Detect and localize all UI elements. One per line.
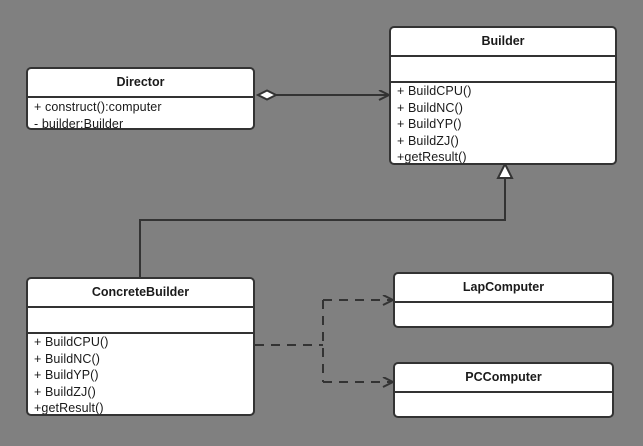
relation-director-builder bbox=[255, 89, 389, 101]
class-attributes-concretebuilder bbox=[28, 306, 253, 332]
class-member: + BuildYP() bbox=[397, 117, 462, 131]
class-member: + BuildYP() bbox=[34, 368, 99, 382]
class-member: + BuildNC() bbox=[34, 351, 101, 366]
class-member: +getResult() bbox=[397, 150, 467, 164]
class-member: + BuildZJ() bbox=[34, 384, 96, 399]
class-box-pccomputer[interactable]: PCComputer bbox=[393, 362, 614, 418]
class-member: + BuildNC() bbox=[397, 100, 464, 115]
class-methods-concretebuilder: + BuildCPU() + BuildNC() + BuildYP() + B… bbox=[28, 332, 253, 415]
relation-concretebuilder-computers bbox=[255, 300, 393, 382]
class-title-lapcomputer: LapComputer bbox=[462, 280, 545, 294]
generalization-line bbox=[139, 178, 506, 277]
class-attributes-builder bbox=[391, 55, 615, 81]
class-member: + construct():computer bbox=[34, 100, 162, 114]
class-title-builder: Builder bbox=[481, 34, 525, 48]
class-attributes-director: + construct():computer - builder:Builder bbox=[28, 96, 253, 130]
class-box-lapcomputer[interactable]: LapComputer bbox=[393, 272, 614, 328]
class-member: + BuildCPU() bbox=[34, 335, 109, 349]
class-member: +getResult() bbox=[34, 401, 104, 415]
class-attributes-lapcomputer bbox=[395, 301, 612, 326]
class-box-concretebuilder[interactable]: ConcreteBuilder + BuildCPU() + BuildNC()… bbox=[26, 277, 255, 416]
class-attributes-pccomputer bbox=[395, 391, 612, 416]
class-member: + BuildCPU() bbox=[397, 84, 472, 98]
relation-concretebuilder-builder bbox=[139, 161, 514, 277]
class-member: + BuildZJ() bbox=[397, 133, 459, 148]
class-member: - builder:Builder bbox=[34, 116, 124, 130]
hollow-triangle-icon bbox=[496, 161, 514, 179]
class-methods-builder: + BuildCPU() + BuildNC() + BuildYP() + B… bbox=[391, 81, 615, 164]
class-title-concretebuilder: ConcreteBuilder bbox=[91, 285, 190, 299]
class-box-builder[interactable]: Builder + BuildCPU() + BuildNC() + Build… bbox=[389, 26, 617, 165]
class-box-director[interactable]: Director + construct():computer - builde… bbox=[26, 67, 255, 130]
class-title-pccomputer: PCComputer bbox=[465, 370, 542, 384]
class-title-director: Director bbox=[116, 75, 165, 89]
hollow-diamond-icon bbox=[255, 89, 279, 101]
